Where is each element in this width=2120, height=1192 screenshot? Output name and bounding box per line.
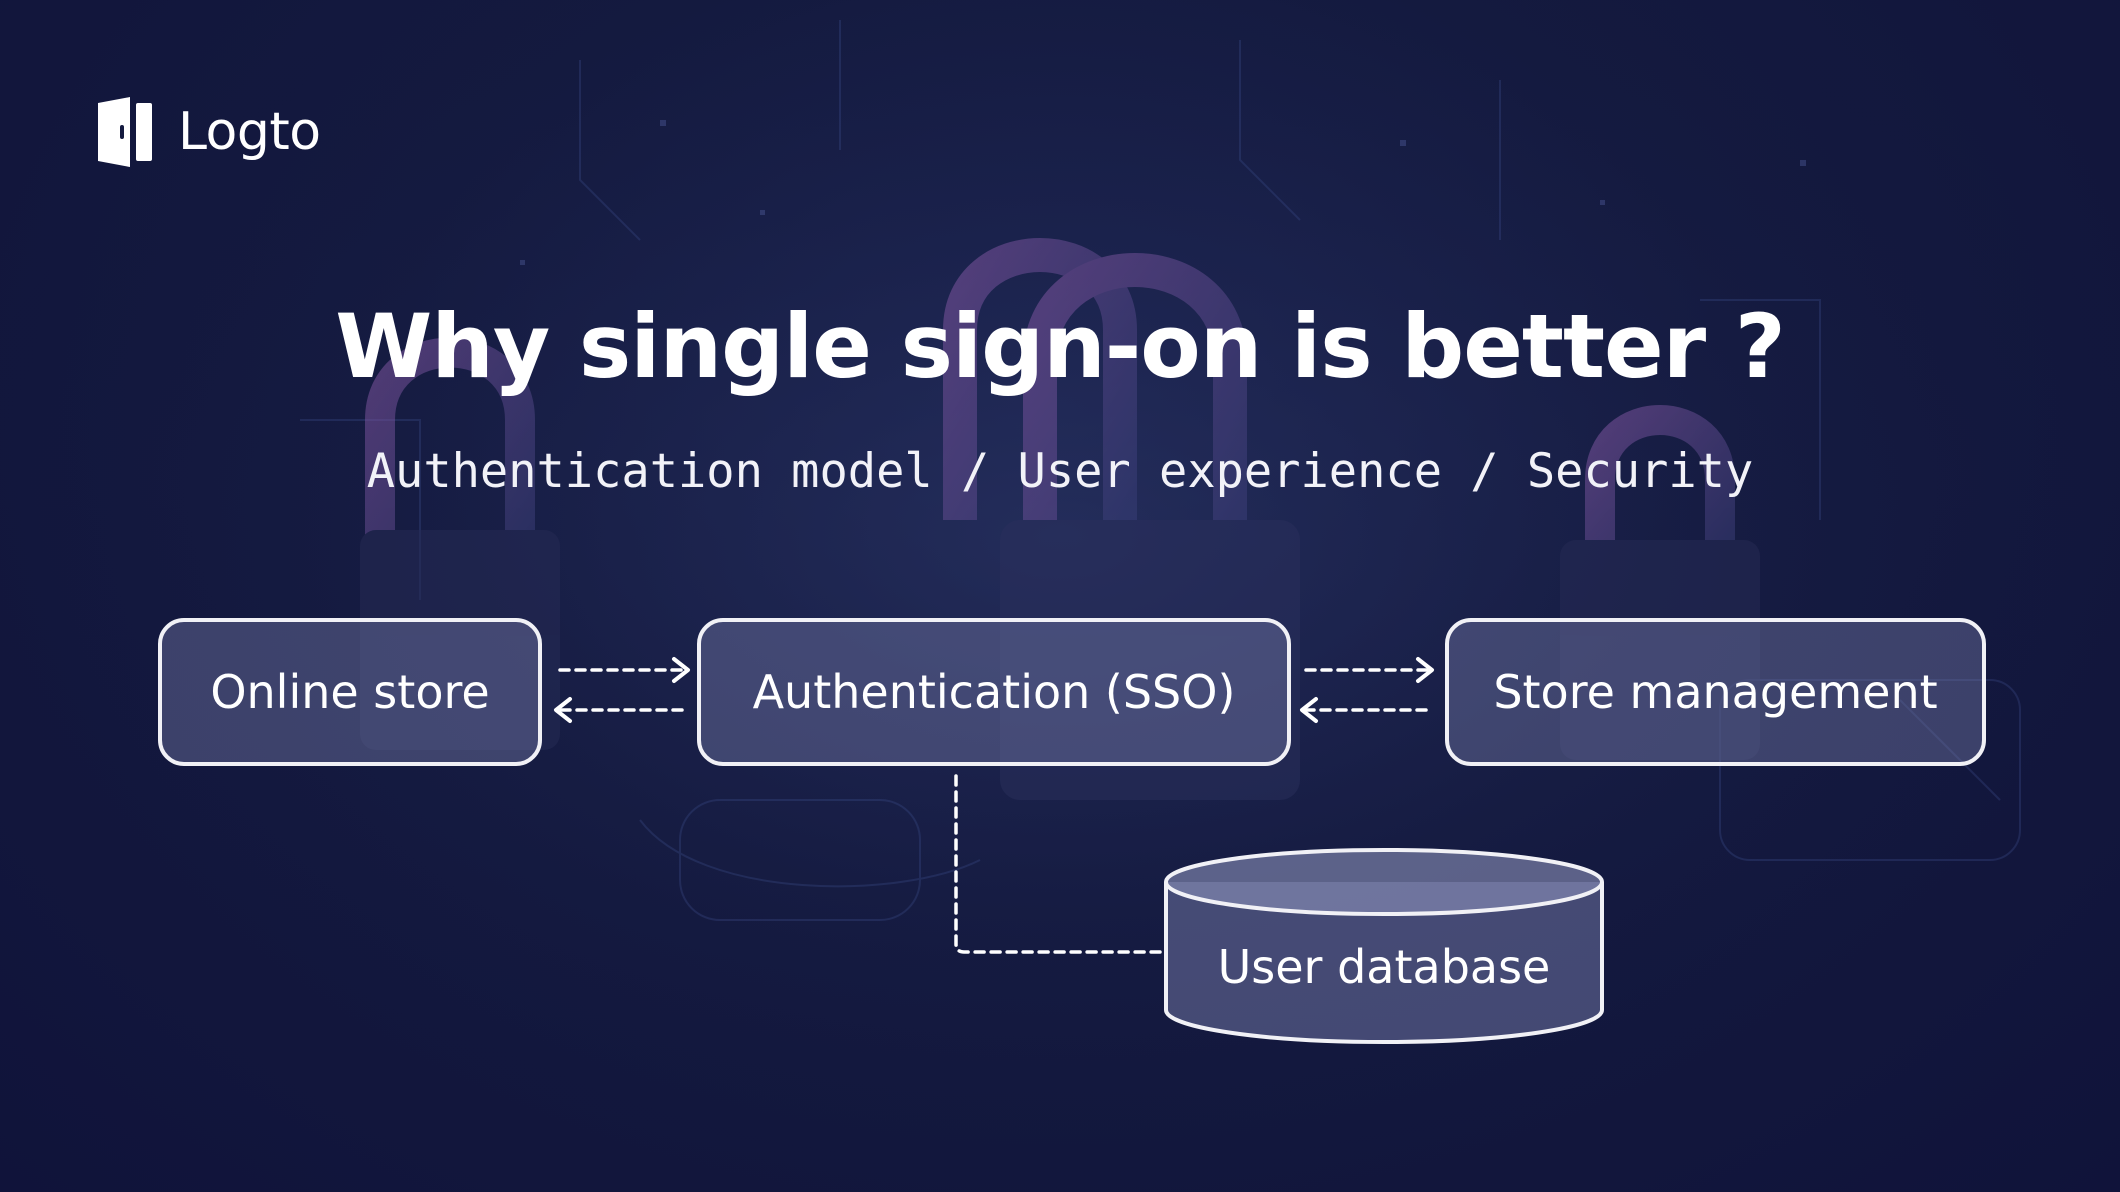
node-user-database: User database xyxy=(1217,940,1551,994)
arrowhead-right-1 xyxy=(672,657,690,683)
page-subtitle: Authentication model / User experience /… xyxy=(366,444,1754,499)
page-title: Why single sign-on is better ? xyxy=(335,295,1786,398)
node-online-store: Online store xyxy=(158,618,542,766)
brand-logo: Logto xyxy=(96,92,321,172)
arrowhead-right-2 xyxy=(1416,657,1434,683)
brand-name: Logto xyxy=(178,102,321,162)
arrowhead-left-2 xyxy=(1300,697,1318,723)
node-store-management: Store management xyxy=(1445,618,1986,766)
arrowhead-left-1 xyxy=(554,697,572,723)
node-authentication-sso: Authentication (SSO) xyxy=(697,618,1291,766)
edge-auth-to-database xyxy=(954,774,1162,954)
logto-door-icon xyxy=(98,97,152,167)
user-database-cylinder xyxy=(1164,848,1604,1044)
